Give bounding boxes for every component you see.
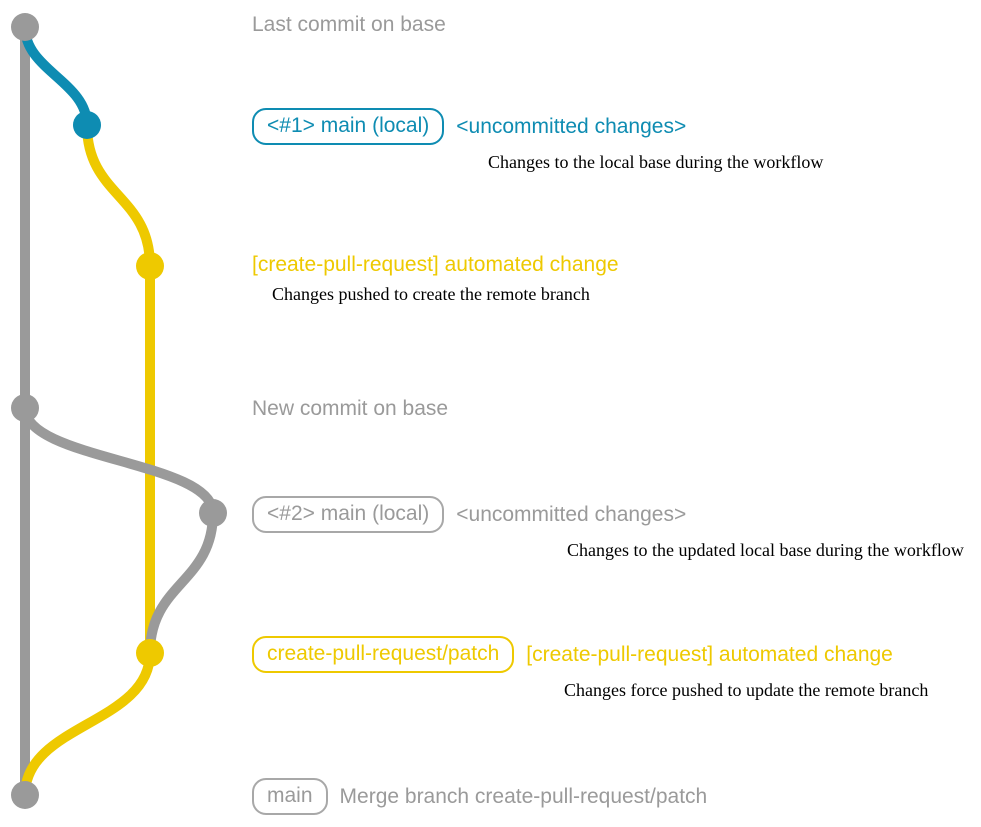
commit-note: Changes pushed to create the remote bran… [272,284,590,304]
commit-node-merge-commit[interactable] [11,781,39,809]
commit-node-patch-commit-1[interactable] [136,252,164,280]
commit-note: Changes force pushed to update the remot… [564,680,929,700]
patch-branch-edge-2 [145,508,218,658]
commit-note: Changes to the local base during the wor… [488,152,824,172]
commit-node-base-head[interactable] [11,13,39,41]
row-head: <#2> main (local) <uncommitted changes> [252,496,964,533]
row-head: Last commit on base [252,12,446,37]
commit-node-base-new[interactable] [11,394,39,422]
branch-ref-pill-main[interactable]: main [252,778,328,815]
branch-ref-pill-patch[interactable]: create-pull-request/patch [252,636,515,673]
commit-subject: <uncommitted changes> [456,503,687,526]
commit-node-patch-commit-2[interactable] [136,639,164,667]
row-head: <#1> main (local) <uncommitted changes> [252,108,823,145]
commit-row-last-commit-on-base: Last commit on base [252,12,446,37]
patch-branch-edge-1 [82,120,155,271]
row-head: New commit on base [252,396,448,421]
commit-row-automated-change-1: [create-pull-request] automated change C… [252,252,619,305]
local-branch-edge-2 [20,403,218,518]
row-head: main Merge branch create-pull-request/pa… [252,778,707,815]
commit-note: Changes to the updated local base during… [567,540,964,560]
commit-node-local-commit-2[interactable] [199,499,227,527]
commit-subject: <uncommitted changes> [456,115,687,138]
row-head: [create-pull-request] automated change [252,252,619,277]
commit-row-merge-commit: main Merge branch create-pull-request/pa… [252,778,707,815]
commit-subject: Last commit on base [252,13,446,36]
commit-row-new-commit-on-base: New commit on base [252,396,448,421]
branch-ref-pill-local-1[interactable]: <#1> main (local) [252,108,445,145]
commit-row-local-change-2: <#2> main (local) <uncommitted changes> … [252,496,964,561]
commit-subject: [create-pull-request] automated change [252,253,619,276]
branch-ref-pill-local-2[interactable]: <#2> main (local) [252,496,445,533]
commit-row-automated-change-2: create-pull-request/patch [create-pull-r… [252,636,928,701]
commit-row-local-change-1: <#1> main (local) <uncommitted changes> … [252,108,823,173]
commit-subject: New commit on base [252,397,449,420]
commit-subject: Merge branch create-pull-request/patch [339,785,708,808]
commit-node-local-commit-1[interactable] [73,111,101,139]
merge-edge [20,648,155,800]
commit-subject: [create-pull-request] automated change [526,643,893,666]
row-head: create-pull-request/patch [create-pull-r… [252,636,928,673]
